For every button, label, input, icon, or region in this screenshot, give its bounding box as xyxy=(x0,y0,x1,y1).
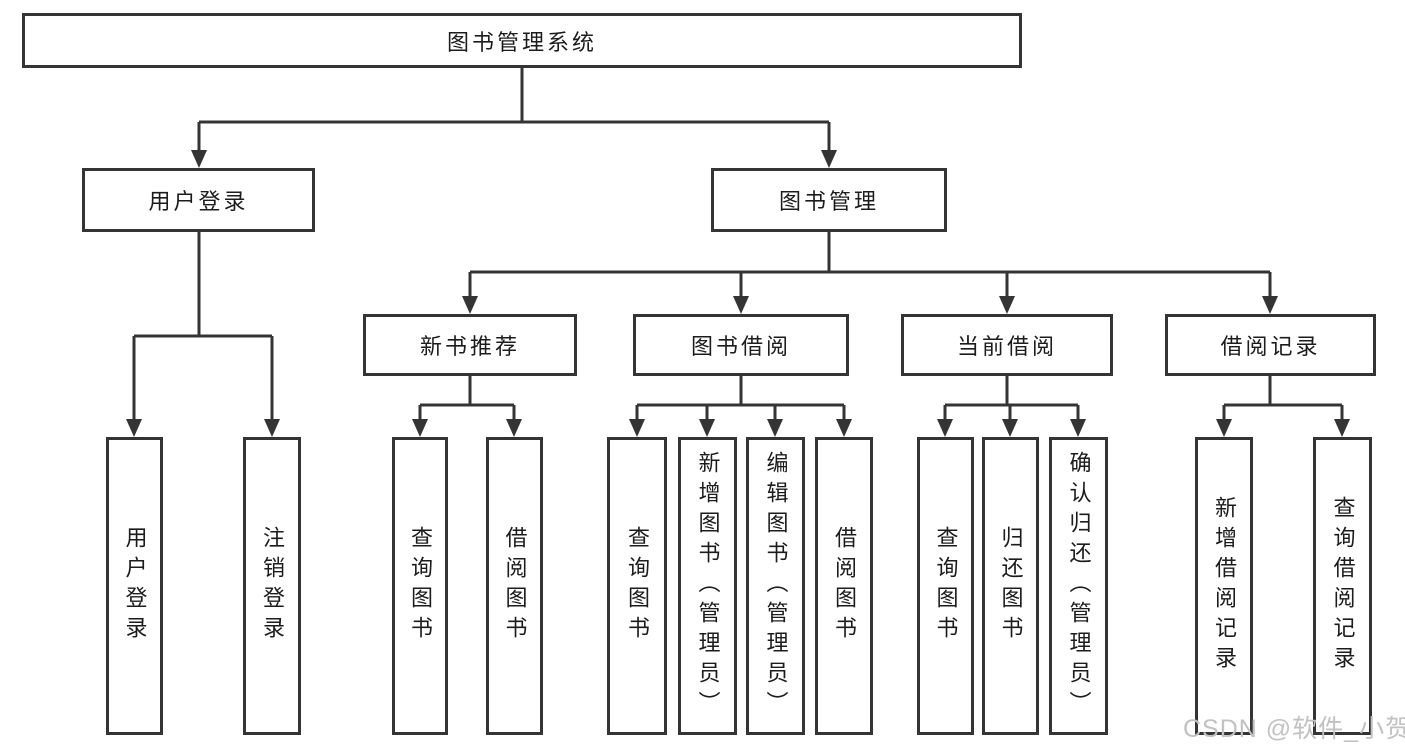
node-book-management-label: 图书管理 xyxy=(778,189,879,214)
leaf-user-login: 用户登录 xyxy=(106,437,163,735)
leaf-user-login-label: 用户登录 xyxy=(122,526,148,646)
node-root-label: 图书管理系统 xyxy=(446,29,597,55)
leaf-query-borrow-record-label: 查询借阅记录 xyxy=(1330,496,1356,676)
node-current-borrow: 当前借阅 xyxy=(901,314,1113,376)
leaf-edit-book-admin-label: 编辑图书（管理员） xyxy=(763,451,789,721)
node-current-borrow-label: 当前借阅 xyxy=(956,334,1057,359)
node-book-management: 图书管理 xyxy=(711,168,947,232)
node-root: 图书管理系统 xyxy=(22,13,1022,68)
leaf-confirm-return-admin: 确认归还（管理员） xyxy=(1049,437,1108,735)
leaf-return-book: 归还图书 xyxy=(982,437,1039,735)
leaf-query-book-current: 查询图书 xyxy=(917,437,974,735)
node-user-login-label: 用户登录 xyxy=(148,189,249,214)
leaf-query-book-recommend-label: 查询图书 xyxy=(408,526,433,646)
leaf-add-book-admin: 新增图书（管理员） xyxy=(678,437,737,735)
leaf-add-borrow-record-label: 新增借阅记录 xyxy=(1212,496,1237,676)
node-book-borrow: 图书借阅 xyxy=(633,314,849,376)
leaf-confirm-return-admin-label: 确认归还（管理员） xyxy=(1066,451,1092,721)
leaf-add-book-admin-label: 新增图书（管理员） xyxy=(695,451,721,721)
leaf-query-book-borrow: 查询图书 xyxy=(607,437,667,735)
leaf-query-book-current-label: 查询图书 xyxy=(933,526,959,646)
node-borrow-records: 借阅记录 xyxy=(1165,314,1376,376)
node-book-borrow-label: 图书借阅 xyxy=(690,334,791,359)
leaf-borrow-book-label: 借阅图书 xyxy=(832,526,857,646)
leaf-query-book-borrow-label: 查询图书 xyxy=(625,526,650,646)
node-user-login: 用户登录 xyxy=(82,168,315,232)
leaf-logout-login: 注销登录 xyxy=(243,437,301,735)
leaf-borrow-book-recommend: 借阅图书 xyxy=(486,437,543,735)
leaf-return-book-label: 归还图书 xyxy=(998,526,1024,646)
csdn-watermark: CSDN @软件_小贺同学 xyxy=(1183,715,1405,743)
node-borrow-records-label: 借阅记录 xyxy=(1220,334,1321,359)
arrowheads xyxy=(126,150,1350,437)
node-new-book-recommend-label: 新书推荐 xyxy=(419,334,520,359)
leaf-borrow-book-recommend-label: 借阅图书 xyxy=(502,526,528,646)
leaf-add-borrow-record: 新增借阅记录 xyxy=(1195,437,1253,735)
node-new-book-recommend: 新书推荐 xyxy=(363,314,577,376)
leaf-borrow-book: 借阅图书 xyxy=(815,437,873,735)
leaf-query-book-recommend: 查询图书 xyxy=(392,437,448,735)
leaf-query-borrow-record: 查询借阅记录 xyxy=(1313,437,1372,735)
leaf-edit-book-admin: 编辑图书（管理员） xyxy=(746,437,805,735)
leaf-logout-login-label: 注销登录 xyxy=(260,526,285,646)
